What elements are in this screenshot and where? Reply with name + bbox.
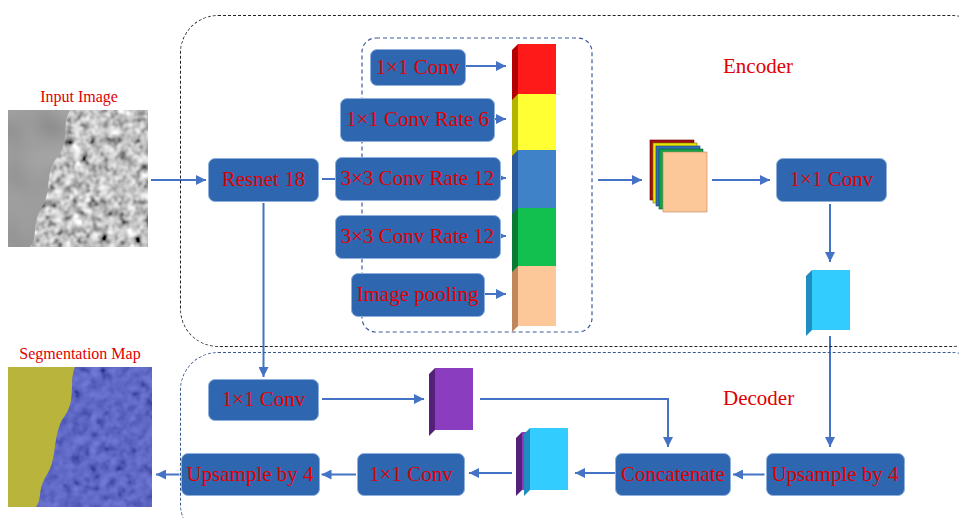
segment-blue [8,367,152,507]
input-image: Input Image [8,88,150,248]
micrograph-texture [8,110,148,247]
conv-box: 1×1 Conv [208,379,319,421]
image-title: Input Image [8,88,150,106]
feature-block [512,266,556,332]
upsample-box: Upsample by 4 [181,453,320,496]
box-label: 3×3 Conv Rate 12 [341,166,495,191]
box-label: 1×1 Conv [222,387,306,412]
box-label: 1×1 Conv [369,462,453,487]
micrograph-haze [8,110,148,247]
box-label: Concatenate [621,462,725,487]
connector-arrow [322,474,357,476]
input-micrograph [8,110,148,247]
box-label: Upsample by 4 [771,462,898,487]
micrograph-background [8,110,148,247]
connector-arrow [263,203,265,377]
box-label: Image pooling [357,282,479,307]
conv-box: 1×1 Conv [776,158,887,202]
feature-block [512,208,556,274]
feature-block [429,368,473,436]
box-label: Upsample by 4 [186,462,313,487]
conv-box: 1×1 Conv [370,49,466,86]
feature-block [512,94,556,158]
segment-texture [8,367,152,507]
feature-block [512,150,556,216]
conv-box: 3×3 Conv Rate 12 [335,157,501,201]
conv-box: 1×1 Conv [357,453,465,496]
feature-block [806,270,850,336]
image-title: Segmentation Map [6,345,154,363]
feature-stack [516,428,568,496]
connector-arrow [733,474,765,476]
region-title: Decoder [723,386,794,411]
segmentation-picture [8,367,152,507]
box-label: 3×3 Conv Rate 12 [341,224,495,249]
box-label: Resnet 18 [222,167,305,192]
encoder-region: EncoderResnet 18 1×1 Conv 1×1 Conv Rate 6 3… [180,15,959,347]
region-title: Encoder [723,54,793,79]
segment-yellow [8,367,152,507]
flow-arrow [322,66,830,473]
segmentation-map: Segmentation Map [6,345,154,508]
conv-box: 1×1 Conv Rate 6 [340,98,495,142]
feature-stack [650,140,707,212]
concat-box: Concatenate [615,453,731,496]
box-label: 1×1 Conv [376,55,460,80]
box-label: 1×1 Conv Rate 6 [346,107,489,132]
conv-box: 3×3 Conv Rate 12 [335,215,501,259]
pooling-box: Image pooling [351,273,485,317]
connector-arrow [151,179,206,181]
upsample-box: Upsample by 4 [766,453,905,496]
backbone-box: Resnet 18 [208,158,319,202]
decoder-region: Decoder1×1 ConvUpsample by 41×1 ConvConc… [180,352,959,518]
box-label: 1×1 Conv [790,167,874,192]
connector-arrow [156,474,180,476]
